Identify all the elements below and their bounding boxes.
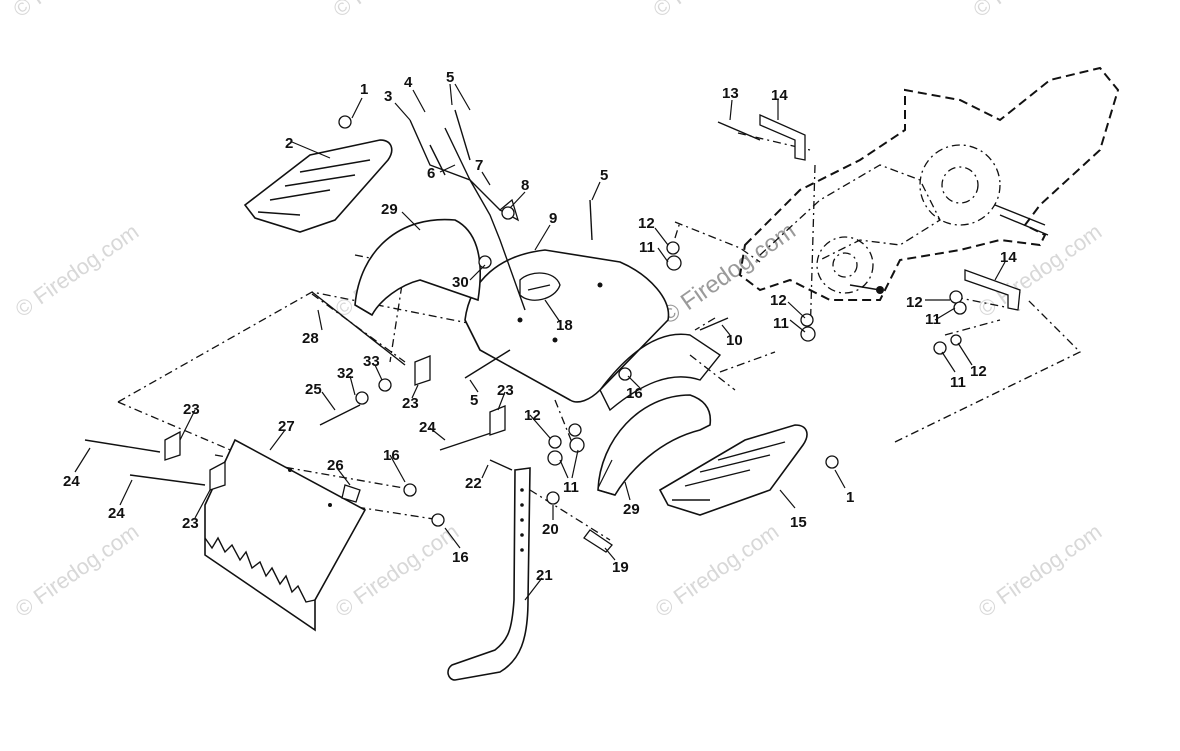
callout-5: 5 [600, 167, 608, 184]
callout-12: 12 [770, 292, 787, 309]
callout-16: 16 [626, 385, 643, 402]
callout-15: 15 [790, 514, 807, 531]
callout-16: 16 [383, 447, 400, 464]
callout-23: 23 [497, 382, 514, 399]
watermark: © Firedog.com [11, 519, 144, 622]
callout-29: 29 [623, 501, 640, 518]
callout-11: 11 [950, 374, 966, 391]
callout-3: 3 [384, 88, 392, 105]
callout-11: 11 [925, 311, 941, 328]
watermark: © Firedog.com [974, 519, 1107, 622]
callout-12: 12 [638, 215, 655, 232]
footrest-left [243, 139, 393, 233]
callout-33: 33 [363, 353, 380, 370]
tiller-transmission-outline [738, 66, 1120, 301]
callout-23: 23 [182, 515, 199, 532]
callout-5: 5 [446, 69, 454, 86]
callout-24: 24 [419, 419, 436, 436]
callout-14: 14 [771, 87, 788, 104]
callout-5: 5 [470, 392, 478, 409]
callout-9: 9 [549, 210, 557, 227]
callout-4: 4 [404, 74, 413, 91]
callout-16: 16 [452, 549, 469, 566]
callout-14: 14 [1000, 249, 1017, 266]
callout-11: 11 [773, 315, 789, 332]
callout-24: 24 [63, 473, 80, 490]
leader-lines [74, 83, 1006, 601]
callout-11: 11 [639, 239, 655, 256]
watermark: © Firedog.com [11, 219, 144, 322]
callout-1: 1 [846, 489, 854, 506]
watermark: © Firedog.com [969, 0, 1102, 22]
watermark: © Firedog.com [649, 0, 782, 22]
callout-19: 19 [612, 559, 629, 576]
depth-stake [447, 467, 531, 681]
watermark: © Firedog.com [651, 519, 784, 622]
footrest-right [658, 424, 808, 516]
side-shield-right [597, 394, 712, 496]
callout-28: 28 [302, 330, 319, 347]
callout-10: 10 [726, 332, 743, 349]
watermark: © Firedog.com [9, 0, 142, 22]
side-shield-left [354, 218, 482, 317]
callout-25: 25 [305, 381, 322, 398]
watermark-center: © Firedog.com [656, 217, 801, 330]
callout-24: 24 [108, 505, 125, 522]
callout-12: 12 [970, 363, 987, 380]
callout-20: 20 [542, 521, 559, 538]
callout-labels: 1 1 2 3 4 5 5 5 6 7 8 9 10 11 11 11 11 1… [63, 69, 1017, 584]
callout-29: 29 [381, 201, 398, 218]
callout-18: 18 [556, 317, 573, 334]
callout-12: 12 [906, 294, 923, 311]
callout-32: 32 [337, 365, 354, 382]
callout-27: 27 [278, 418, 295, 435]
callout-11: 11 [563, 479, 579, 496]
callout-23: 23 [402, 395, 419, 412]
hardware [84, 113, 1021, 553]
callout-13: 13 [722, 85, 739, 102]
callout-8: 8 [521, 177, 529, 194]
watermark: © Firedog.com [329, 0, 462, 22]
callout-26: 26 [327, 457, 344, 474]
callout-7: 7 [475, 157, 483, 174]
tine-shield [464, 249, 722, 412]
callout-12: 12 [524, 407, 541, 424]
callout-21: 21 [536, 567, 553, 584]
callout-22: 22 [465, 475, 482, 492]
drag-bar [204, 438, 367, 632]
callout-1: 1 [360, 81, 368, 98]
callout-2: 2 [285, 135, 293, 152]
watermark: © Firedog.com [974, 219, 1107, 322]
callout-6: 6 [427, 165, 435, 182]
callout-30: 30 [452, 274, 469, 291]
callout-23: 23 [183, 401, 200, 418]
